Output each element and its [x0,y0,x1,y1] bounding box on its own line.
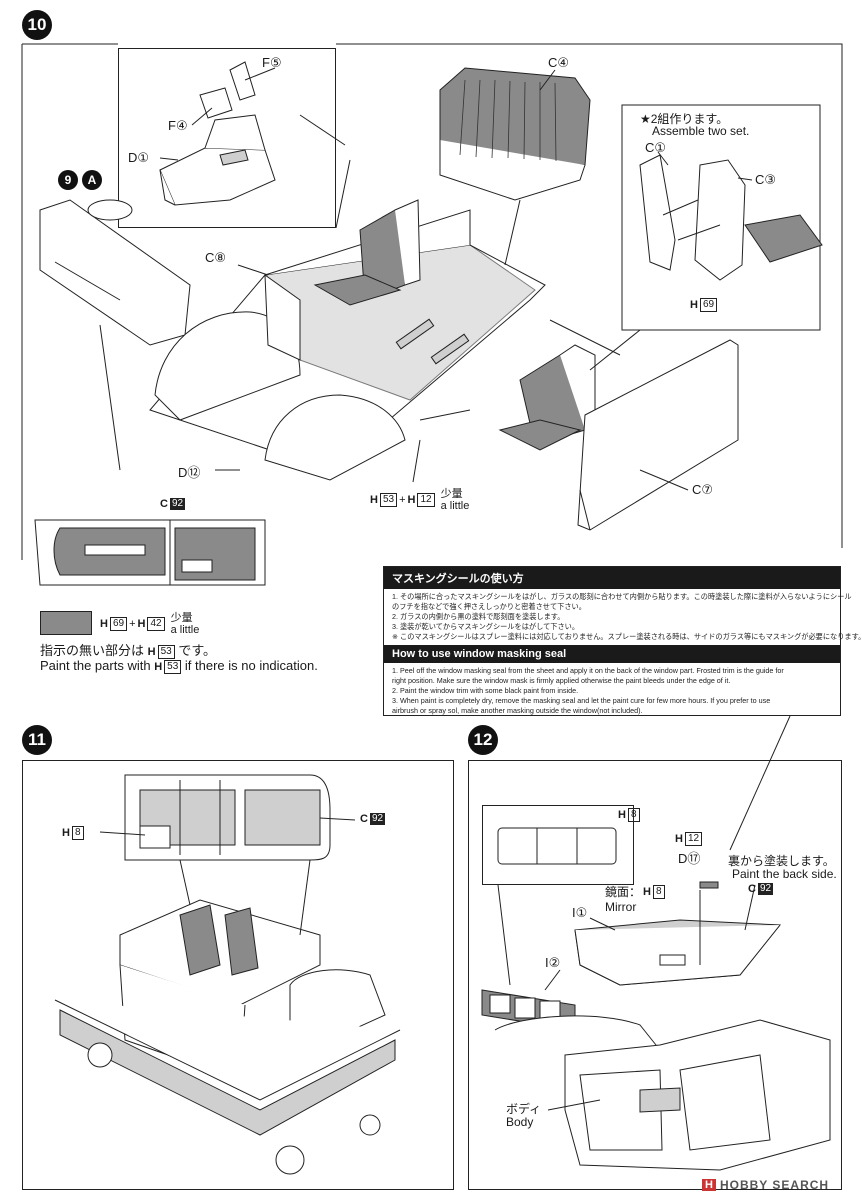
assemble-two-jp: ★2組作ります。 [640,112,729,126]
rear-bench-drawing [439,67,591,201]
roof-part-drawing [574,919,782,986]
label-d17: D⑰ [678,851,701,866]
masking-instructions: マスキングシールの使い方 1. その場所に合ったマスキングシールをはがし、ガラス… [383,566,862,716]
masking-en-line: 3. When paint is completely dry, remove … [392,696,771,705]
masking-jp-line: 2. ガラスの内側から黒の塗料で彫刻面を塗装します。 [392,612,565,621]
sub-step-9-number: 9 [58,170,78,190]
body-shell-drawing [494,1015,831,1171]
mirror-en: Mirror [605,900,637,914]
back-side-en: Paint the back side. [732,867,837,881]
masking-en-line: right position. Make sure the window mas… [392,676,731,685]
hobby-search-mark-icon: H [702,1179,716,1191]
front-seat-drawing [313,199,421,306]
assemble-two-en: Assemble two set. [652,124,750,138]
label-d12: D⑫ [178,465,201,480]
chassis-underside-drawing [124,774,331,861]
legend-swatch [40,611,92,635]
masking-title-en: How to use window masking seal [384,645,840,663]
sub-step-a-letter: A [82,170,102,190]
masking-en-line: airbrush or spray sol, make another mask… [392,706,643,715]
hobby-search-text: HOBBY SEARCH [719,1178,830,1192]
masking-en-line: 1. Peel off the window masking seal from… [392,666,784,675]
step-12-number: 12 [468,725,498,755]
label-c1: C① [645,140,667,155]
back-side-jp: 裏から塗装します。 [728,854,835,868]
dashboard-drawing [39,199,191,346]
label-c3: C③ [755,172,777,187]
step-11-number: 11 [22,725,52,755]
body-label-jp: ボディ [506,1102,542,1116]
door-panel-detail [34,519,266,586]
masking-jp-line: 3. 塗装が乾いてからマスキングシールをはがして下さい。 [392,622,580,631]
label-c4: C④ [548,55,570,70]
label-c8: C⑧ [205,250,227,265]
masking-title-jp: マスキングシールの使い方 [384,567,840,589]
masking-jp-line: のフチを指などで強く押さえしっかりと密着させて下さい。 [392,602,586,611]
step-10-drawing [21,43,843,560]
masking-jp-line: 1. その場所に合ったマスキングシールをはがし、ガラスの彫刻に合わせて内側から貼… [392,592,852,601]
masking-jp-line: ※ このマスキングシールはスプレー塗料には対応しておりません。スプレー塗装される… [392,632,862,641]
label-i1: I① [572,905,588,920]
label-d1: D① [128,150,150,165]
right-seat-drawing [498,344,596,451]
label-f5: F⑤ [262,55,282,70]
console-part-drawing [159,61,276,206]
hobby-search-logo: H HOBBY SEARCH [702,1178,829,1192]
step-10-number: 10 [22,10,52,40]
assembled-chassis-drawing [54,899,401,1175]
label-i2: I② [545,955,561,970]
masking-en-line: 2. Paint the window trim with some black… [392,686,579,695]
label-f4: F④ [168,118,188,133]
seat-assembly-inset-drawing [639,154,823,281]
label-c7: C⑦ [692,482,714,497]
body-label-en: Body [506,1115,534,1129]
side-panel-c7-drawing [577,339,739,531]
